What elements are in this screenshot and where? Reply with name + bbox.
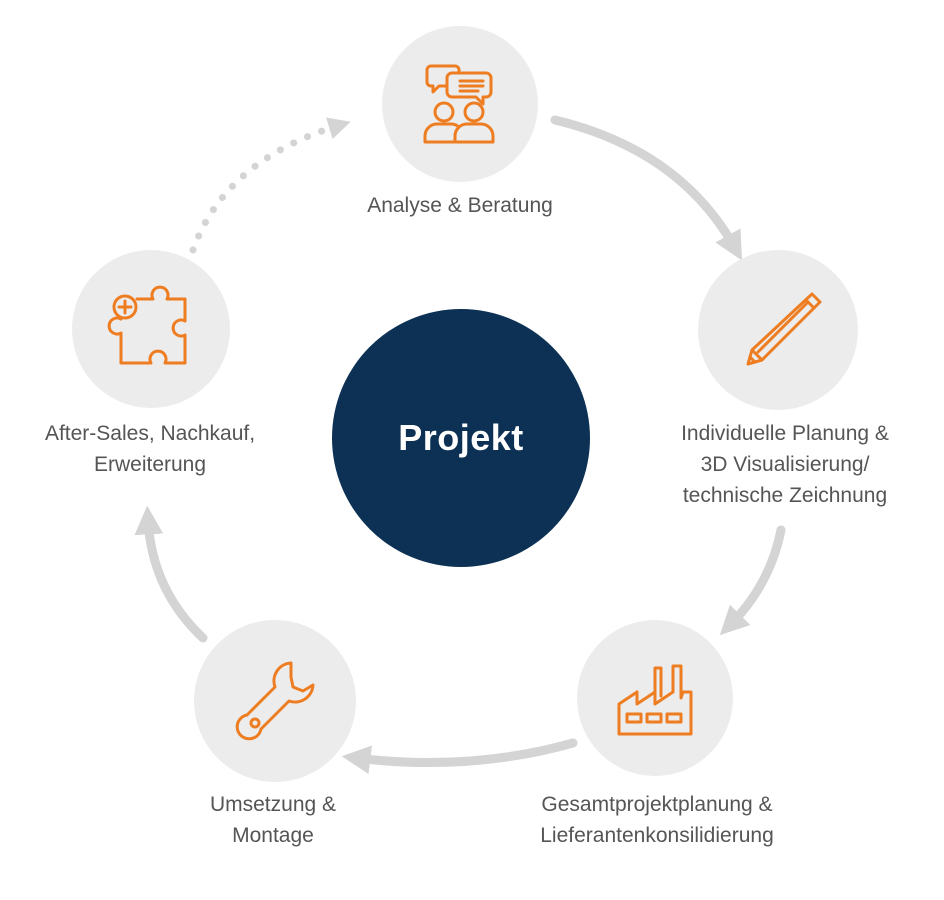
center-project-circle: Projekt — [332, 309, 590, 567]
label-aftersales-line-1: After-Sales, Nachkauf, — [44, 422, 256, 445]
label-planung-line-3: technische Zeichnung — [682, 484, 888, 507]
step-planung-circle — [698, 250, 858, 410]
wrench-icon — [235, 661, 315, 741]
label-analyse-line-1: Analyse & Beratung — [367, 194, 553, 217]
label-umsetzung-line-1: Umsetzung & — [209, 793, 337, 816]
factory-icon — [617, 664, 693, 736]
label-planung: Individuelle Planung & 3D Visualisierung… — [645, 418, 925, 511]
arrow-umsetzung-to-aftersales — [134, 505, 208, 643]
label-umsetzung: Umsetzung & Montage — [163, 789, 383, 851]
label-planung-line-1: Individuelle Planung & — [681, 422, 889, 445]
label-gesamt: Gesamtprojektplanung & Lieferantenkonsil… — [502, 789, 812, 851]
step-umsetzung-circle — [194, 620, 356, 782]
label-analyse: Analyse & Beratung — [330, 190, 590, 221]
center-label: Projekt — [398, 417, 524, 458]
label-gesamt-line-2: Lieferantenkonsilidierung — [540, 824, 774, 847]
pencil-icon — [746, 292, 822, 366]
label-umsetzung-line-2: Montage — [232, 824, 314, 847]
label-aftersales: After-Sales, Nachkauf, Erweiterung — [10, 418, 290, 480]
step-gesamt-circle — [577, 620, 733, 776]
step-aftersales-circle — [72, 250, 230, 408]
step-analyse-circle — [382, 26, 538, 182]
arrow-aftersales-to-analyse-dotted — [189, 117, 351, 254]
puzzle-plus-icon — [107, 285, 187, 365]
label-aftersales-line-2: Erweiterung — [93, 453, 207, 476]
label-planung-line-2: 3D Visualisierung/ — [700, 453, 870, 476]
label-gesamt-line-1: Gesamtprojektplanung & — [541, 793, 773, 816]
discussion-people-icon — [423, 64, 495, 144]
arrow-analyse-to-planung — [550, 115, 743, 261]
arrow-planung-to-gesamt — [719, 525, 786, 636]
arrow-gesamt-to-umsetzung — [341, 738, 578, 775]
